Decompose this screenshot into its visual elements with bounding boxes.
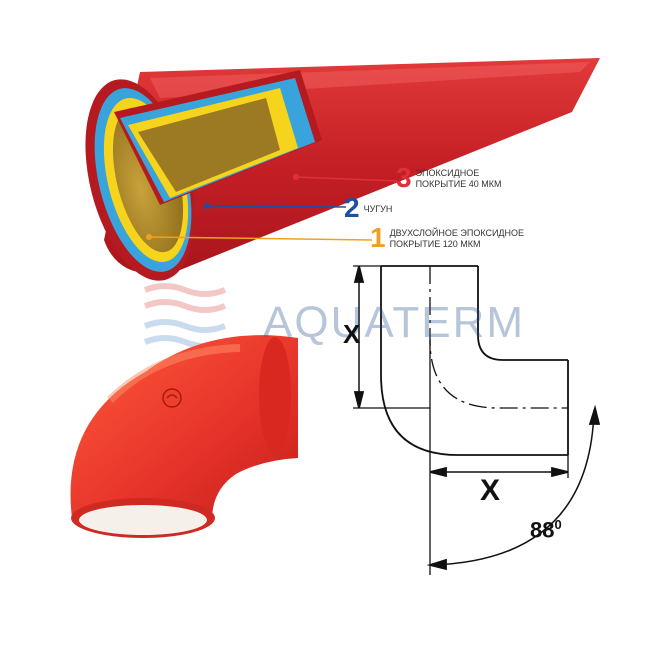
red-elbow-fitting <box>70 335 298 538</box>
callout-line-1 <box>148 236 373 241</box>
callout-text-3-line1: ЭПОКСИДНОЕ <box>415 168 480 178</box>
watermark-logo <box>143 283 227 349</box>
cutaway-inner-layer <box>138 98 280 192</box>
arrow-vertical-bottom <box>353 391 365 409</box>
angle-unit: 0 <box>554 517 562 532</box>
elbow-bottom-inner <box>79 505 207 535</box>
angle-arrow-top <box>588 404 601 425</box>
elbow-outline-outer <box>380 266 568 456</box>
angle-label: 880 <box>530 517 562 543</box>
callout-number-2: 2 <box>344 192 360 223</box>
arrow-vertical-top <box>353 265 365 283</box>
callout-text-3: ЭПОКСИДНОЕ ПОКРЫТИЕ 40 МКМ <box>416 165 502 190</box>
callout-line-3 <box>295 176 398 182</box>
angle-arc <box>431 409 595 566</box>
elbow-centerline <box>429 266 568 409</box>
callout-2: 2 ЧУГУН <box>344 192 393 223</box>
arrow-horizontal-right <box>551 466 569 478</box>
callout-text-1-line1: ДВУХСЛОЙНОЕ ЭПОКСИДНОЕ <box>389 228 525 238</box>
angle-value: 88 <box>530 517 555 543</box>
watermark-wave-1 <box>143 283 227 297</box>
technical-drawing <box>353 265 601 575</box>
elbow-top-end <box>259 337 291 453</box>
callout-number-3: 3 <box>396 162 412 193</box>
callout-text-2: ЧУГУН <box>364 195 393 215</box>
angle-arrow-bottom <box>426 558 447 571</box>
callout-dot-3 <box>293 174 299 180</box>
callout-number-1: 1 <box>370 222 386 253</box>
elbow-outline-inner <box>477 266 568 361</box>
callout-text-3-line2: ПОКРЫТИЕ 40 МКМ <box>415 179 502 189</box>
watermark-wave-2 <box>143 299 227 313</box>
callout-text-2-line1: ЧУГУН <box>363 204 393 214</box>
elbow-logo-mark <box>166 394 178 399</box>
callout-text-1: ДВУХСЛОЙНОЕ ЭПОКСИДНОЕ ПОКРЫТИЕ 120 МКМ <box>390 225 524 250</box>
callout-line-2 <box>206 205 347 208</box>
cutaway-pipe <box>85 58 600 281</box>
arrow-horizontal-left <box>429 466 447 478</box>
callout-dot-1 <box>146 234 152 240</box>
callout-1: 1 ДВУХСЛОЙНОЕ ЭПОКСИДНОЕ ПОКРЫТИЕ 120 МК… <box>370 222 524 253</box>
callout-text-1-line2: ПОКРЫТИЕ 120 МКМ <box>389 239 481 249</box>
dimension-label-vertical: X <box>343 319 361 349</box>
watermark-wave-3 <box>143 319 227 333</box>
watermark-text: AQUATERM <box>263 298 526 347</box>
elbow-highlight <box>107 344 241 403</box>
dimension-label-horizontal: X <box>480 474 501 507</box>
callout-3: 3 ЭПОКСИДНОЕ ПОКРЫТИЕ 40 МКМ <box>396 162 502 193</box>
elbow-body <box>70 335 298 520</box>
elbow-logo-emboss <box>162 388 182 408</box>
callout-dot-2 <box>204 203 210 209</box>
callout-lines <box>146 174 398 241</box>
